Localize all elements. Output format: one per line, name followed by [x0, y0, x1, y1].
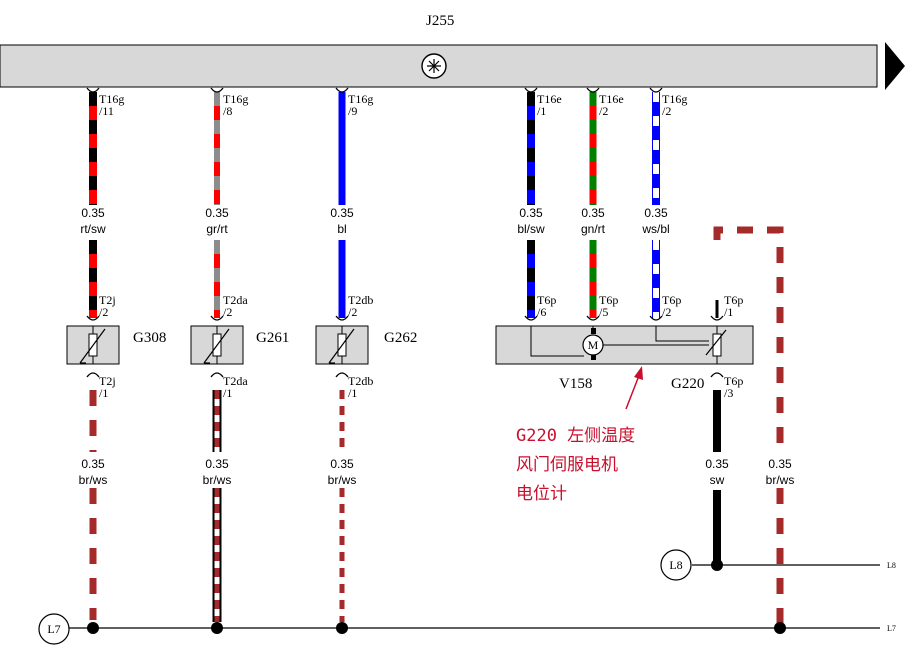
pin-mid-label-7: T6p [724, 293, 743, 307]
wire-color-1: rt/sw [80, 222, 106, 236]
star-ground-icon [421, 53, 447, 79]
pin-top-num-5: /2 [599, 104, 608, 118]
wire-color-3: bl [337, 222, 346, 236]
component-label-g220: G220 [671, 376, 704, 392]
pin-mid-label-1: T2j [99, 293, 116, 307]
pin-top-label-4: T16e [537, 92, 562, 106]
pin-mid-num-2: /2 [223, 305, 232, 319]
pin-mid-num-7: /1 [724, 305, 733, 319]
component-label-g308: G308 [133, 330, 166, 346]
wire-color-6: ws/bl [641, 222, 669, 236]
ground-bus-l7 [38, 613, 880, 645]
wire-color-2: gr/rt [206, 222, 228, 236]
pin-mid-num-3: /2 [348, 305, 357, 319]
wire-size-lower-1: 0.35 [81, 457, 105, 471]
pin-mid-label-6: T6p [662, 293, 681, 307]
wire-size-lower-8: 0.35 [768, 457, 792, 471]
wire-size-6: 0.35 [644, 206, 668, 220]
sensor-g262 [315, 325, 369, 365]
wire-color-lower-3: br/ws [328, 473, 357, 487]
pin-mid-label-5: T6p [599, 293, 618, 307]
connector-arrows-top [86, 87, 663, 93]
pin-bot-num-2: /1 [223, 386, 232, 400]
ground-bus-l8 [660, 549, 880, 581]
wire-color-lower-7: sw [710, 473, 725, 487]
wire-size-lower-3: 0.35 [330, 457, 354, 471]
annotation-arrow-icon [625, 366, 643, 410]
ground-label-l7: L7 [47, 622, 60, 636]
pin-bot-num-7: /3 [724, 386, 733, 400]
pin-top-label-6: T16g [662, 92, 687, 106]
pin-top-num-6: /2 [662, 104, 671, 118]
motor-symbol: M [588, 338, 599, 352]
component-label-v158: V158 [559, 376, 592, 392]
motor-icon: M [582, 334, 604, 356]
wire-size-lower-2: 0.35 [205, 457, 229, 471]
pin-bot-label-2: T2da [223, 374, 248, 388]
sensor-g308 [66, 325, 120, 365]
wire-color-lower-1: br/ws [79, 473, 108, 487]
ground-edge-label-l7: L7 [887, 624, 896, 633]
pin-top-label-5: T16e [599, 92, 624, 106]
pin-bot-num-1: /1 [99, 386, 108, 400]
right-triangle-icon [885, 42, 905, 90]
pin-bot-num-3: /1 [348, 386, 357, 400]
component-label-g262: G262 [384, 330, 417, 346]
annotation-line-1: G220 左侧温度 [516, 426, 635, 446]
pin-mid-num-1: /2 [99, 305, 108, 319]
pin-top-num-3: /9 [348, 104, 357, 118]
pin-top-label-2: T16g [223, 92, 248, 106]
wire-size-2: 0.35 [205, 206, 229, 220]
annotation-line-3: 电位计 [516, 484, 567, 504]
ground-edge-label-l8: L8 [887, 561, 896, 570]
wire-size-1: 0.35 [81, 206, 105, 220]
wire-size-3: 0.35 [330, 206, 354, 220]
wire-size-lower-7: 0.35 [705, 457, 729, 471]
connector-arrows-low [86, 372, 724, 378]
potentiometer-icon [705, 329, 727, 364]
wire-size-5: 0.35 [581, 206, 605, 220]
pin-mid-label-3: T2db [348, 293, 373, 307]
wire-size-4: 0.35 [519, 206, 543, 220]
wire-8-loop [713, 226, 784, 628]
annotation-line-2: 风门伺服电机 [516, 455, 618, 475]
pin-bot-label-7: T6p [724, 374, 743, 388]
pin-mid-num-6: /2 [662, 305, 671, 319]
pin-top-label-1: T16g [99, 92, 124, 106]
ground-label-l8: L8 [669, 558, 682, 572]
wire-color-5: gn/rt [581, 222, 606, 236]
wire-color-lower-2: br/ws [203, 473, 232, 487]
wire-color-4: bl/sw [517, 222, 545, 236]
pin-mid-num-4: /6 [537, 305, 546, 319]
motor-box-v158 [495, 325, 754, 365]
pin-top-num-2: /8 [223, 104, 232, 118]
ecu-label: J255 [426, 13, 454, 29]
pin-mid-label-4: T6p [537, 293, 556, 307]
pin-mid-label-2: T2da [223, 293, 248, 307]
wire-color-lower-8: br/ws [766, 473, 795, 487]
pin-top-num-1: /11 [99, 104, 114, 118]
component-label-g261: G261 [256, 330, 289, 346]
pin-bot-label-1: T2j [99, 374, 116, 388]
pin-mid-num-5: /5 [599, 305, 608, 319]
connector-arrows-mid [86, 315, 724, 321]
pin-bot-label-3: T2db [348, 374, 373, 388]
sensor-g261 [190, 325, 244, 365]
pin-top-num-4: /1 [537, 104, 546, 118]
pin-top-label-3: T16g [348, 92, 373, 106]
